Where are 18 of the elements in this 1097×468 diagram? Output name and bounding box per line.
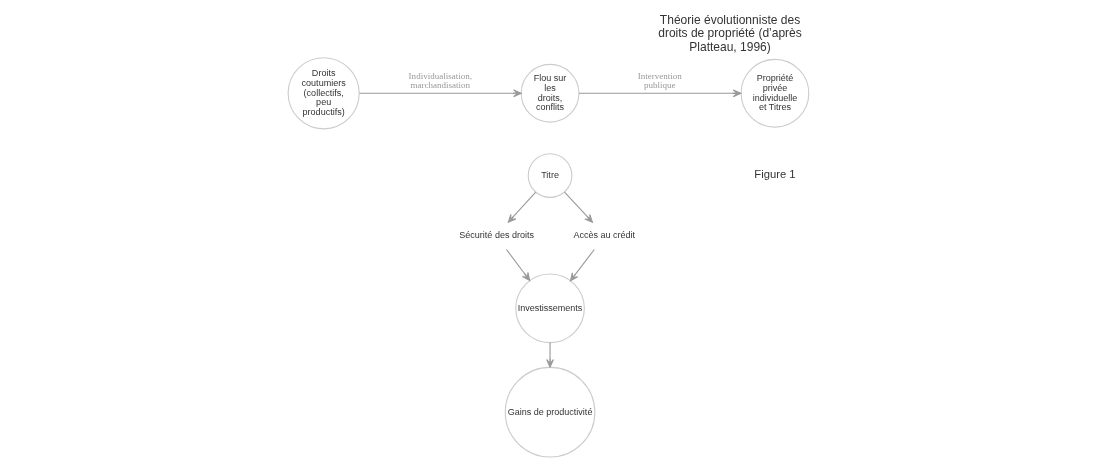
node-text: Sécurité des droits [459,230,534,241]
node-circle: Flou sur les droits, conflits [520,63,580,123]
node-circle: Titre [527,153,573,198]
edge-label: Individualisation, marchandisation [408,70,472,91]
edge-label: Intervention publique [637,70,682,91]
arrow [578,89,742,98]
diagram-title: Théorie évolutionniste des droits de propriété (d’après Platteau, 1996) [658,12,802,54]
node-circle: Gains de productivité [504,366,596,458]
node-circle: Propriété privée individuelle et Titres [740,58,810,128]
arrow [564,191,593,223]
arrow [569,248,595,282]
node-circle: Droits coutumiers (collectifs, peu productifs) [287,57,360,130]
arrow [358,89,522,98]
arrow [507,191,537,223]
arrow [546,342,554,368]
label: Figure 1 [754,168,796,181]
node-text: Accès au crédit [573,230,636,241]
arrow [505,248,531,282]
